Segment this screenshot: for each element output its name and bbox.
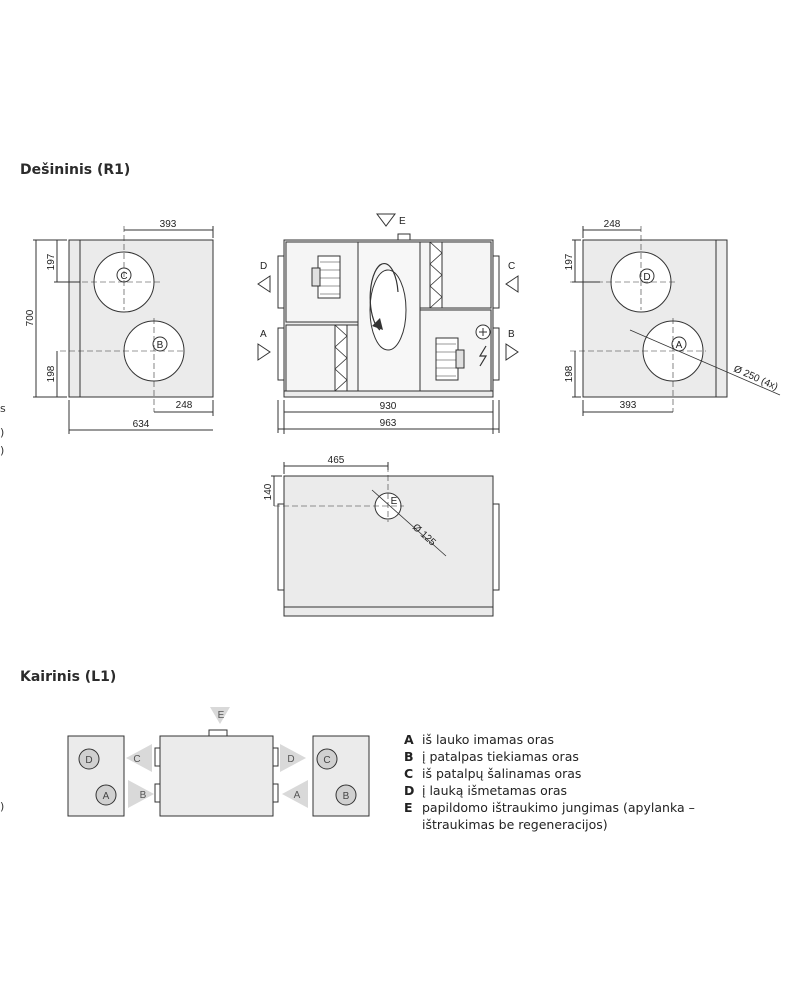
l1-arrow-d bbox=[280, 744, 306, 772]
l1-arrow-b-label: B bbox=[140, 790, 147, 801]
front-view: E D A C B 930 963 bbox=[257, 213, 519, 434]
dim-248: 248 bbox=[176, 400, 193, 411]
l1-arrow-b bbox=[128, 780, 154, 808]
dim-197-right: 197 bbox=[564, 253, 575, 270]
l1-port-d-label: D bbox=[85, 755, 92, 766]
legend-item: C iš patalpų šalinamas oras bbox=[404, 765, 722, 782]
dim-700: 700 bbox=[25, 309, 36, 326]
l1-schematic: D A C B E D A C B bbox=[67, 707, 370, 817]
dim-140: 140 bbox=[263, 483, 274, 500]
top-view: E Ø 125 465 140 bbox=[263, 455, 500, 617]
edge-fragment: ) bbox=[0, 800, 5, 813]
edge-fragment: ) bbox=[0, 444, 5, 457]
edge-fragment: s bbox=[0, 402, 6, 415]
legend-text: iš lauko imamas oras bbox=[422, 732, 555, 747]
port-a-arrow bbox=[257, 343, 271, 361]
side-view-left: C B 393 248 634 700 197 198 bbox=[25, 219, 214, 434]
l1-arrow-e-label: E bbox=[218, 710, 225, 721]
l1-port-a bbox=[95, 784, 117, 806]
dim-198-right: 198 bbox=[564, 365, 575, 382]
side-view-right: D A Ø 250 (4x) 248 393 197 198 bbox=[564, 219, 781, 416]
dim-d250: Ø 250 (4x) bbox=[732, 364, 780, 393]
l1-port-a-label: A bbox=[103, 791, 110, 802]
port-c-label-front: C bbox=[508, 261, 515, 272]
dim-197: 197 bbox=[46, 253, 57, 270]
dim-963: 963 bbox=[380, 418, 397, 429]
l1-arrow-a-label: A bbox=[294, 790, 301, 801]
port-d-arrow bbox=[257, 275, 271, 293]
dim-634: 634 bbox=[133, 419, 150, 430]
legend-text: į patalpas tiekiamas oras bbox=[422, 749, 579, 764]
port-c-arrow bbox=[505, 275, 519, 293]
port-a-label-front: A bbox=[260, 329, 267, 340]
port-b-arrow bbox=[505, 343, 519, 361]
l1-unit-body bbox=[159, 735, 274, 817]
l1-port-c-label: C bbox=[323, 755, 330, 766]
l1-arrow-c-label: C bbox=[133, 754, 140, 765]
port-b-label-front: B bbox=[508, 329, 515, 340]
l1-arrow-d-label: D bbox=[287, 754, 294, 765]
l1-side-left bbox=[67, 735, 125, 817]
l1-port-b bbox=[335, 784, 357, 806]
left-section-title: Kairinis (L1) bbox=[20, 669, 117, 685]
edge-fragment: ) bbox=[0, 426, 5, 439]
dim-198: 198 bbox=[46, 365, 57, 382]
fan-lower bbox=[435, 337, 465, 381]
port-e-label-front: E bbox=[399, 216, 406, 227]
dim-465: 465 bbox=[328, 455, 345, 466]
l1-arrow-e bbox=[210, 707, 230, 724]
legend: A iš lauko imamas oras B į patalpas tiek… bbox=[404, 731, 722, 833]
dim-930: 930 bbox=[380, 401, 397, 412]
lightning-icon bbox=[478, 345, 488, 367]
fan-upper bbox=[311, 255, 341, 299]
l1-port-c bbox=[316, 748, 338, 770]
legend-item: B į patalpas tiekiamas oras bbox=[404, 748, 722, 765]
legend-text: iš patalpų šalinamas oras bbox=[422, 766, 582, 781]
port-b-label: B bbox=[157, 340, 164, 351]
legend-key: D bbox=[404, 783, 415, 798]
l1-arrow-c bbox=[126, 744, 152, 772]
legend-item: A iš lauko imamas oras bbox=[404, 731, 722, 748]
dim-393: 393 bbox=[160, 219, 177, 230]
legend-key: A bbox=[404, 732, 414, 747]
legend-key: C bbox=[404, 766, 414, 781]
port-d-label-right: D bbox=[643, 272, 650, 283]
l1-port-b-label: B bbox=[343, 791, 350, 802]
port-a-label-right: A bbox=[676, 340, 683, 351]
dim-248-right: 248 bbox=[604, 219, 621, 230]
legend-key: B bbox=[404, 749, 414, 764]
legend-item: D į lauką išmetamas oras bbox=[404, 782, 722, 799]
legend-text: papildomo ištraukimo jungimas (apylanka … bbox=[422, 800, 695, 832]
port-e-label-top: E bbox=[391, 496, 398, 507]
legend-key: E bbox=[404, 800, 413, 815]
legend-text: į lauką išmetamas oras bbox=[422, 783, 568, 798]
dim-393-right: 393 bbox=[620, 400, 637, 411]
port-e-arrow bbox=[376, 213, 396, 227]
legend-item: E papildomo ištraukimo jungimas (apylank… bbox=[404, 799, 722, 833]
port-d-label-front: D bbox=[260, 261, 267, 272]
right-section-title: Dešininis (R1) bbox=[20, 162, 131, 178]
l1-port-d bbox=[78, 748, 100, 770]
l1-arrow-a bbox=[282, 780, 308, 808]
